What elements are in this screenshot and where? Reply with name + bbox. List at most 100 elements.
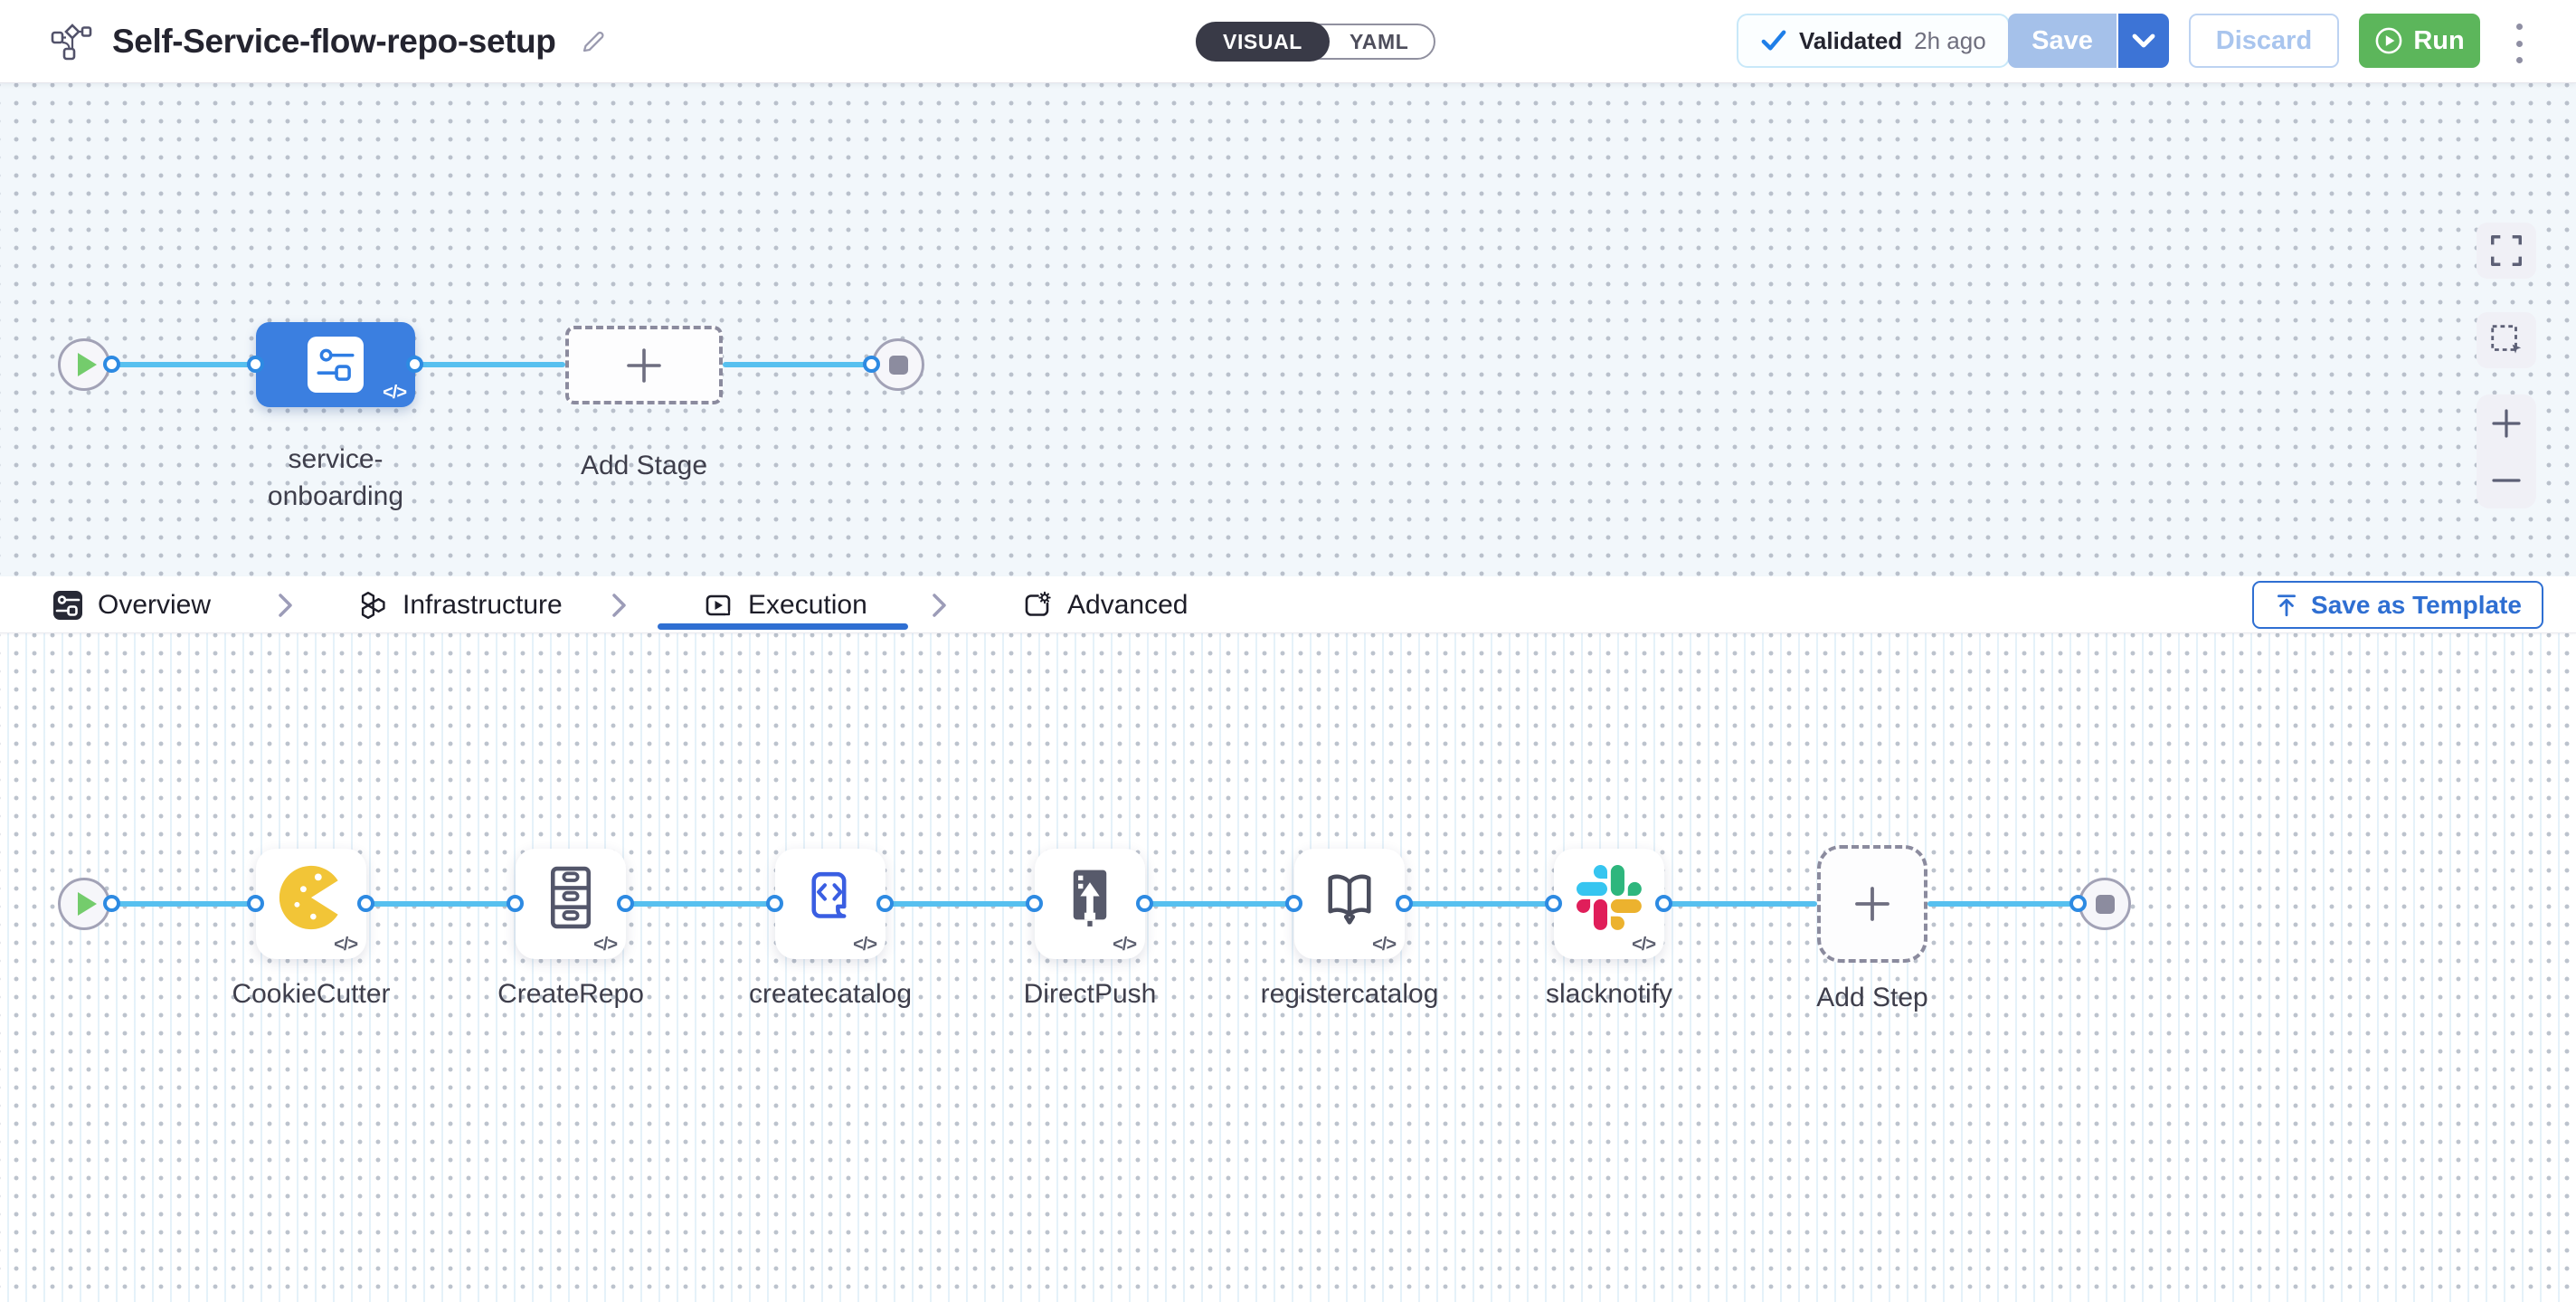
advanced-icon xyxy=(1025,591,1051,616)
tab-overview[interactable]: Overview xyxy=(52,576,211,633)
step-label: DirectPush xyxy=(1023,979,1157,1009)
more-options-icon[interactable] xyxy=(2505,22,2533,65)
pipeline-title: Self-Service-flow-repo-setup xyxy=(112,23,556,60)
connector-port xyxy=(1396,895,1413,912)
code-badge: </> xyxy=(383,383,407,403)
edge xyxy=(1927,901,2079,907)
connector-port xyxy=(1136,895,1153,912)
toggle-yaml[interactable]: YAML xyxy=(1349,30,1409,53)
validated-time: 2h ago xyxy=(1914,26,1986,54)
toggle-visual[interactable]: VISUAL xyxy=(1196,22,1330,62)
fit-view-button[interactable] xyxy=(2477,223,2536,279)
code-badge: </> xyxy=(1372,935,1397,955)
connector-port xyxy=(1285,895,1302,912)
discard-button[interactable]: Discard xyxy=(2189,14,2339,68)
code-badge: </> xyxy=(1113,935,1137,955)
validated-label: Validated xyxy=(1799,26,1903,54)
edge xyxy=(366,901,516,907)
chevron-right-icon xyxy=(933,594,946,617)
stage-node-service-onboarding[interactable]: </> xyxy=(256,322,415,407)
edge xyxy=(1405,901,1554,907)
step-node-cookiecutter[interactable]: </> xyxy=(256,849,366,959)
step-node-slacknotify[interactable]: </> xyxy=(1554,849,1664,959)
tab-infrastructure[interactable]: Infrastructure xyxy=(357,576,563,633)
edit-pencil-icon[interactable] xyxy=(575,24,611,60)
edge xyxy=(626,901,775,907)
connector-port xyxy=(247,895,264,912)
stage-canvas[interactable]: </> service-onboarding Add Stage xyxy=(0,83,2576,576)
play-circle-icon xyxy=(2375,27,2402,54)
code-badge: </> xyxy=(853,935,877,955)
active-tab-underline xyxy=(658,623,908,630)
add-stage-button[interactable] xyxy=(565,326,723,404)
overview-icon xyxy=(53,590,82,620)
custom-stage-icon xyxy=(308,337,364,393)
zoom-in-icon xyxy=(2492,408,2521,438)
marquee-select-button[interactable] xyxy=(2477,312,2536,368)
tab-label: Overview xyxy=(98,589,212,620)
edge xyxy=(886,901,1035,907)
execution-canvas[interactable]: </> CookieCutter </> CreateRep xyxy=(0,633,2576,1302)
tab-label: Execution xyxy=(748,589,867,620)
save-as-template-label: Save as Template xyxy=(2311,590,2522,619)
play-start-icon xyxy=(78,353,97,376)
stop-end-icon xyxy=(888,355,908,375)
slack-icon xyxy=(1577,864,1642,930)
step-label: registercatalog xyxy=(1260,979,1439,1009)
code-badge: </> xyxy=(334,935,358,955)
edge xyxy=(723,362,872,367)
catalog-script-icon xyxy=(796,863,865,932)
connector-port xyxy=(103,356,120,373)
fit-view-icon xyxy=(2491,235,2522,266)
edge xyxy=(112,901,256,907)
execution-start-node xyxy=(58,878,110,930)
tab-label: Advanced xyxy=(1067,589,1189,620)
direct-push-icon xyxy=(1056,863,1124,932)
add-step-button[interactable] xyxy=(1817,845,1927,963)
execution-icon xyxy=(706,594,731,615)
step-label: createcatalog xyxy=(748,979,913,1009)
step-node-directpush[interactable]: </> xyxy=(1035,849,1145,959)
save-as-template-button[interactable]: Save as Template xyxy=(2252,581,2543,629)
save-button[interactable]: Save xyxy=(2008,14,2118,68)
header-left: Self-Service-flow-repo-setup xyxy=(51,0,611,83)
connector-port xyxy=(1545,895,1562,912)
tab-advanced[interactable]: Advanced xyxy=(1022,576,1188,633)
step-label: slacknotify xyxy=(1545,979,1673,1009)
step-label: CookieCutter xyxy=(232,979,391,1009)
stop-end-icon xyxy=(2095,894,2115,914)
save-options-button[interactable] xyxy=(2118,14,2169,68)
run-button[interactable]: Run xyxy=(2359,14,2480,68)
step-node-createcatalog[interactable]: </> xyxy=(775,849,886,959)
plus-icon xyxy=(627,347,661,383)
step-node-registercatalog[interactable]: </> xyxy=(1294,849,1405,959)
add-stage-label: Add Stage xyxy=(580,451,708,480)
visual-yaml-toggle: VISUAL YAML xyxy=(1196,22,1436,62)
connector-port xyxy=(357,895,374,912)
pipeline-start-node xyxy=(58,338,110,391)
tab-execution[interactable]: Execution xyxy=(703,576,867,633)
validated-badge: Validated 2h ago xyxy=(1737,14,2010,68)
infrastructure-icon xyxy=(361,591,385,619)
marquee-select-icon xyxy=(2491,325,2522,354)
connector-port xyxy=(2069,895,2087,912)
plus-icon xyxy=(1855,887,1889,921)
stage-tab-bar: Overview Infrastructure Execution xyxy=(0,576,2576,633)
connector-port xyxy=(617,895,634,912)
add-step-label: Add Step xyxy=(1816,983,1928,1012)
connector-port xyxy=(766,895,783,912)
pipeline-icon xyxy=(51,24,92,61)
zoom-out-button[interactable] xyxy=(2477,451,2536,508)
zoom-controls xyxy=(2477,394,2536,508)
run-label: Run xyxy=(2413,25,2465,55)
zoom-in-button[interactable] xyxy=(2477,394,2536,451)
edge xyxy=(112,362,256,367)
connector-port xyxy=(863,356,880,373)
step-label: CreateRepo xyxy=(497,979,644,1009)
code-badge: </> xyxy=(1632,935,1656,955)
pipeline-end-node xyxy=(872,338,924,391)
connector-port xyxy=(103,895,120,912)
cookiecutter-icon xyxy=(276,862,346,933)
step-node-createrepo[interactable]: </> xyxy=(516,849,626,959)
